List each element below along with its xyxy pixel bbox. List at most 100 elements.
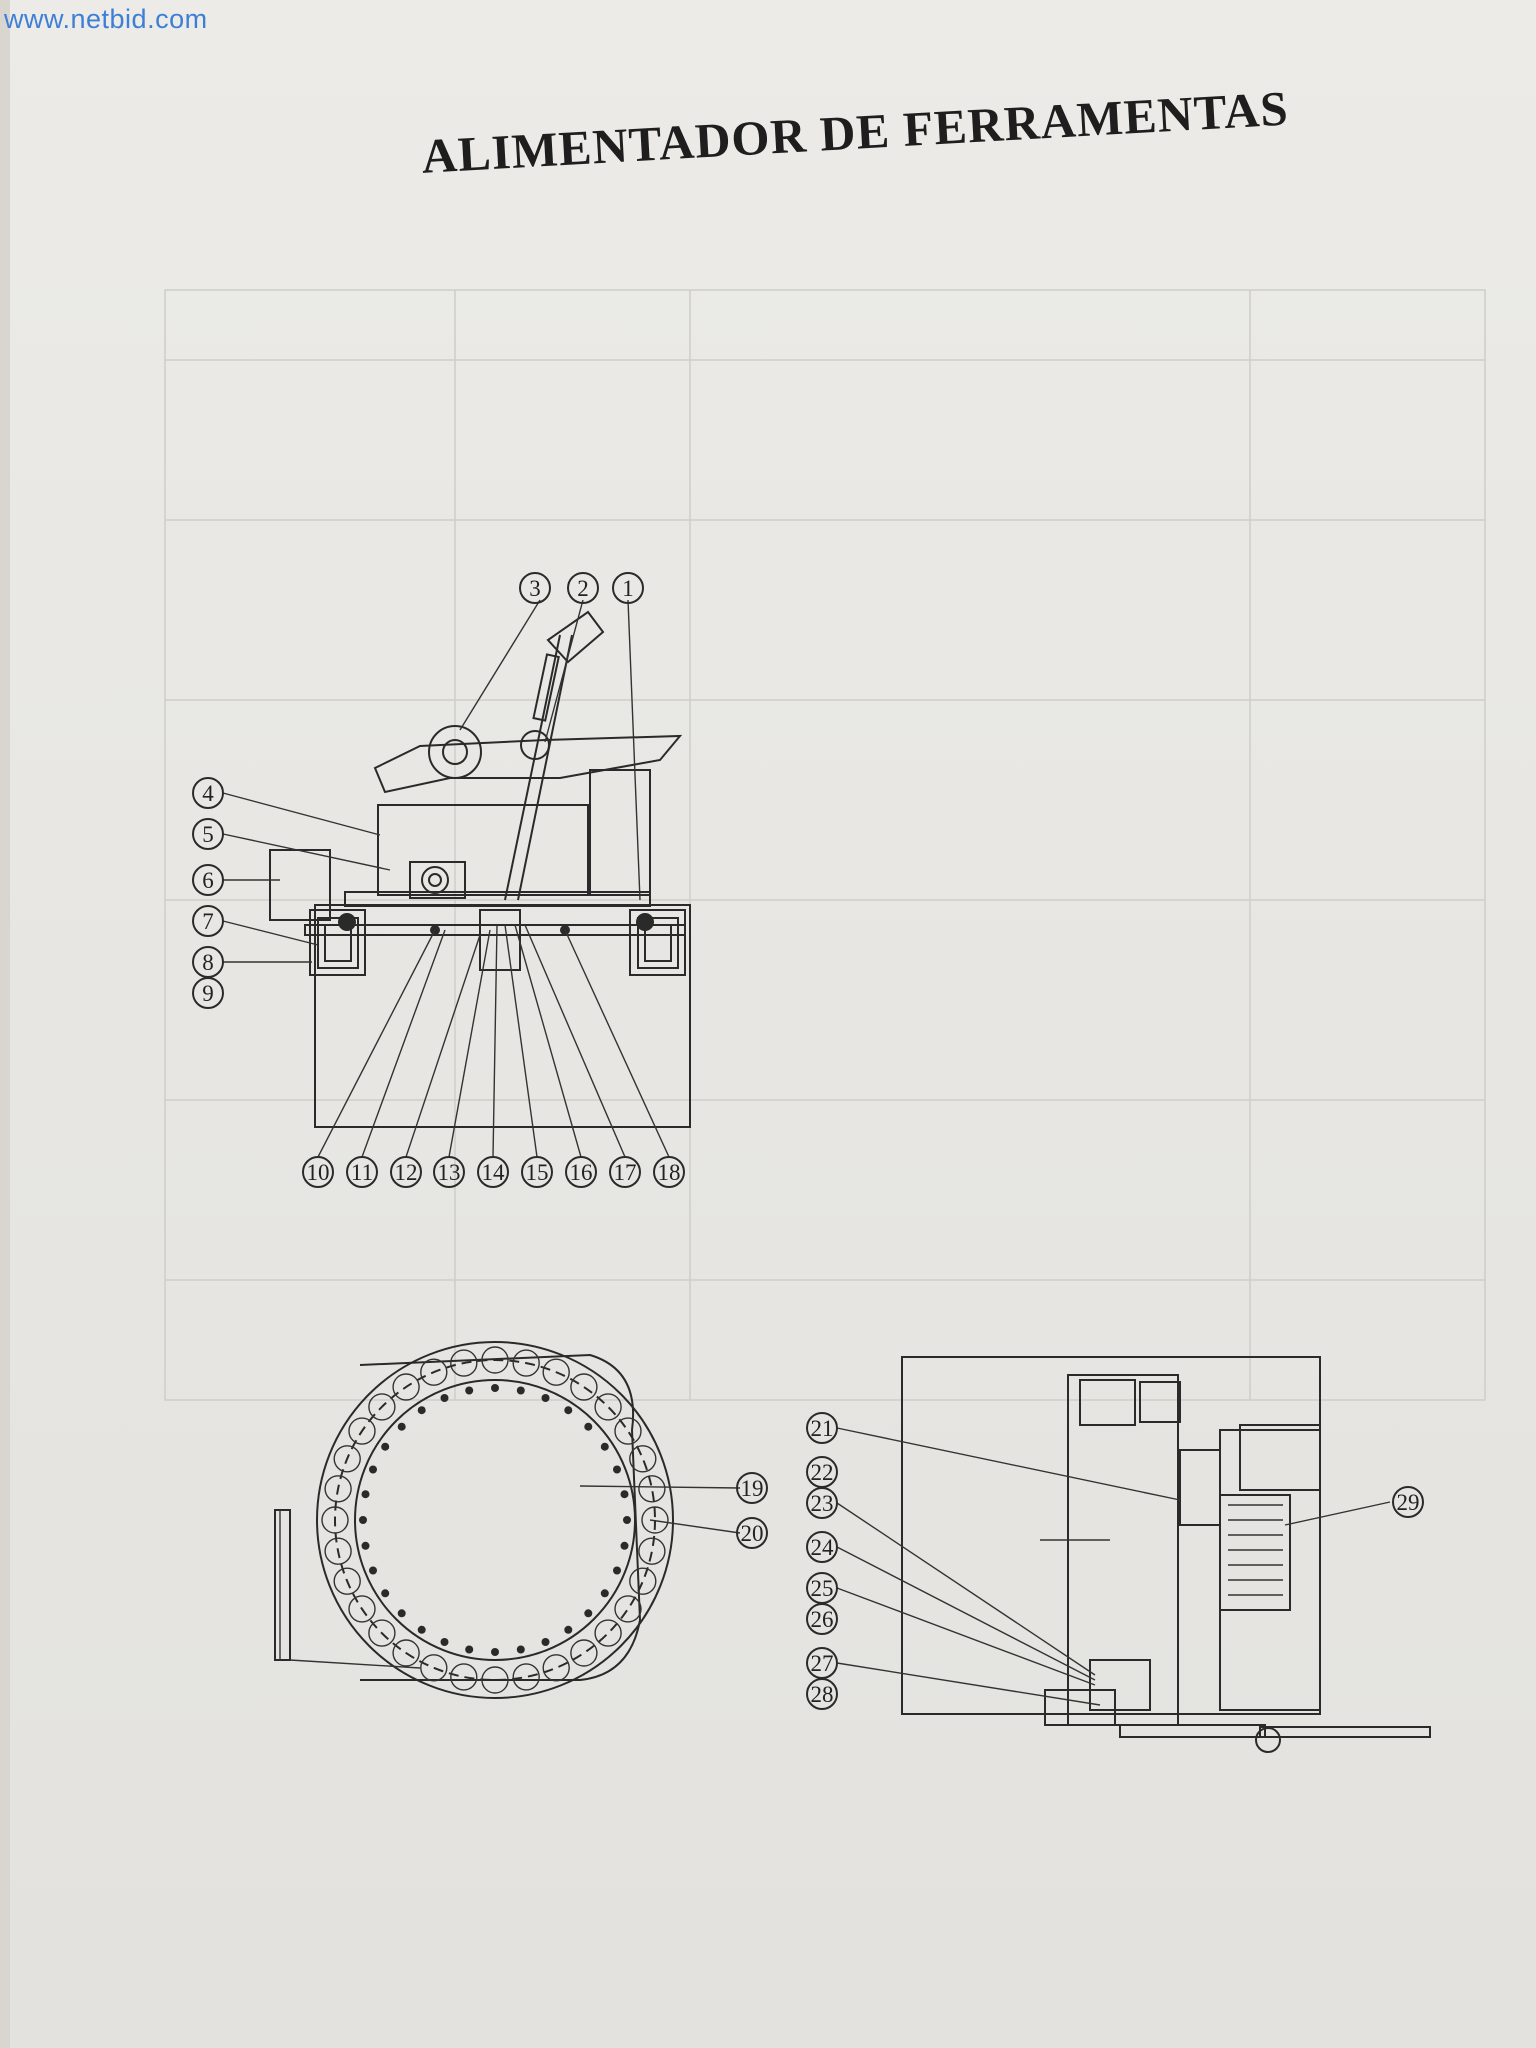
callout-8: 8 <box>192 946 224 978</box>
tool-pocket <box>392 1373 420 1401</box>
svg-text:22: 22 <box>811 1460 834 1485</box>
bolt-hole <box>516 1386 525 1395</box>
tool-pocket <box>629 1445 657 1473</box>
tool-pocket <box>348 1417 376 1445</box>
tool-pocket <box>392 1639 420 1667</box>
bolt-hole <box>381 1442 390 1451</box>
bolt-hole <box>541 1638 550 1646</box>
bolt-hole <box>369 1566 377 1575</box>
tool-pocket <box>333 1445 361 1473</box>
tool-carousel-plan-view <box>274 1341 741 1699</box>
bolt-hole <box>516 1645 525 1654</box>
bolt-hole <box>359 1516 367 1524</box>
callout-21: 21 <box>806 1412 838 1444</box>
svg-text:21: 21 <box>811 1416 834 1441</box>
bolt-hole <box>417 1406 426 1415</box>
bolt-hole <box>584 1609 593 1618</box>
svg-text:13: 13 <box>438 1160 461 1185</box>
callout-5: 5 <box>192 818 224 850</box>
tool-pocket <box>368 1619 396 1647</box>
bolt-hole <box>397 1609 406 1618</box>
svg-text:7: 7 <box>202 909 214 934</box>
callout-25: 25 <box>806 1572 838 1604</box>
callout-14: 14 <box>477 1156 509 1188</box>
callout-15: 15 <box>521 1156 553 1188</box>
callout-11: 11 <box>346 1156 378 1188</box>
bolt-hole <box>417 1625 426 1634</box>
bolt-hole <box>600 1589 609 1598</box>
feeder-side-view <box>269 610 691 1128</box>
svg-text:2: 2 <box>577 576 589 601</box>
svg-text:28: 28 <box>811 1682 834 1707</box>
svg-text:4: 4 <box>202 781 214 806</box>
tool-pocket <box>333 1567 361 1595</box>
tool-pocket <box>570 1373 598 1401</box>
svg-text:15: 15 <box>526 1160 549 1185</box>
callout-12: 12 <box>390 1156 422 1188</box>
show-through-table <box>164 289 1486 1401</box>
document-page <box>10 0 1536 2048</box>
svg-text:9: 9 <box>202 981 214 1006</box>
bolt-hole <box>369 1465 377 1474</box>
callout-10: 10 <box>302 1156 334 1188</box>
tool-pocket <box>614 1595 642 1623</box>
callout-23: 23 <box>806 1487 838 1519</box>
svg-text:20: 20 <box>741 1521 764 1546</box>
bolt-hole <box>491 1384 499 1392</box>
callout-2: 2 <box>567 572 599 604</box>
svg-text:17: 17 <box>614 1160 637 1185</box>
svg-text:6: 6 <box>202 868 214 893</box>
svg-text:16: 16 <box>570 1160 593 1185</box>
tool-pocket <box>420 1654 448 1682</box>
svg-text:8: 8 <box>202 950 214 975</box>
tool-pocket <box>638 1475 666 1503</box>
leader-lines-top <box>222 599 670 1158</box>
svg-text:23: 23 <box>811 1491 834 1516</box>
callout-1: 1 <box>612 572 644 604</box>
tool-pocket <box>512 1663 540 1691</box>
svg-text:26: 26 <box>811 1607 834 1632</box>
callout-20: 20 <box>736 1517 768 1549</box>
callout-3: 3 <box>519 572 551 604</box>
bolt-hole <box>361 1541 370 1550</box>
bolt-hole <box>613 1566 621 1575</box>
svg-text:11: 11 <box>351 1160 373 1185</box>
bolt-hole <box>600 1442 609 1451</box>
carousel-pockets <box>321 1346 669 1694</box>
bolt-hole <box>564 1406 573 1415</box>
tool-pocket <box>450 1349 478 1377</box>
bolt-hole <box>491 1648 499 1656</box>
bolt-hole <box>440 1394 449 1402</box>
tool-pocket <box>324 1537 352 1565</box>
svg-text:12: 12 <box>395 1160 418 1185</box>
tool-pocket <box>542 1654 570 1682</box>
tool-pocket <box>629 1567 657 1595</box>
tool-pocket <box>368 1393 396 1421</box>
callout-9: 9 <box>192 977 224 1009</box>
bolt-hole <box>623 1516 631 1524</box>
tool-pocket <box>570 1639 598 1667</box>
svg-text:24: 24 <box>811 1535 835 1560</box>
tool-pocket <box>348 1595 376 1623</box>
tool-pocket <box>594 1393 622 1421</box>
watermark-text: www.netbid.com <box>4 4 208 34</box>
callout-29: 29 <box>1392 1486 1424 1518</box>
tool-pocket <box>481 1346 509 1374</box>
bolt-hole <box>584 1422 593 1431</box>
svg-text:14: 14 <box>482 1160 506 1185</box>
bolt-hole <box>564 1625 573 1634</box>
svg-text:27: 27 <box>811 1651 834 1676</box>
tool-pocket <box>324 1475 352 1503</box>
tool-pocket <box>614 1417 642 1445</box>
callout-bubbles: 3 2 1 4 5 6 7 8 9 10 11 12 13 14 15 16 1… <box>192 572 1424 1710</box>
svg-text:19: 19 <box>741 1476 764 1501</box>
callout-19: 19 <box>736 1472 768 1504</box>
callout-4: 4 <box>192 777 224 809</box>
callout-6: 6 <box>192 864 224 896</box>
callout-27: 27 <box>806 1647 838 1679</box>
svg-text:1: 1 <box>622 576 634 601</box>
bolt-hole <box>620 1490 629 1499</box>
bolt-hole <box>361 1490 370 1499</box>
svg-text:3: 3 <box>529 576 541 601</box>
